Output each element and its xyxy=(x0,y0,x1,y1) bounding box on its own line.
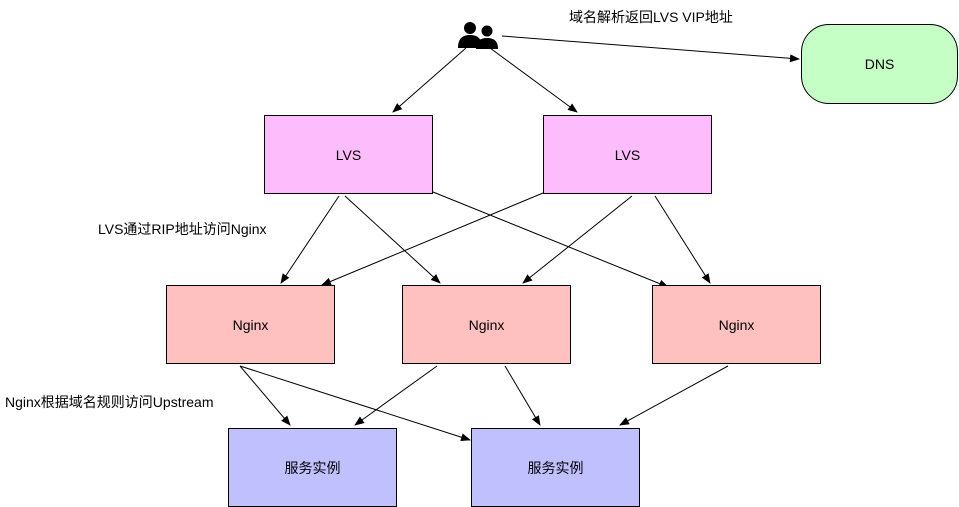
users-icon xyxy=(458,22,498,49)
annotation-dns-resolution: 域名解析返回LVS VIP地址 xyxy=(569,9,733,25)
arrow-lvs1-to-nginx3 xyxy=(432,191,669,288)
nginx-label: Nginx xyxy=(718,316,755,333)
arrow-user-to-lvs-1 xyxy=(392,47,467,113)
lvs-node-1: LVS xyxy=(264,115,433,194)
nginx-label: Nginx xyxy=(468,316,505,333)
nginx-node-3: Nginx xyxy=(652,285,821,364)
arrow-lvs1-to-nginx2 xyxy=(344,195,441,284)
arrow-lvs2-to-nginx1 xyxy=(321,192,544,286)
dns-label: DNS xyxy=(864,56,895,72)
annotation-lvs-to-nginx: LVS通过RIP地址访问Nginx xyxy=(98,221,267,237)
arrow-nginx2-to-service1 xyxy=(354,365,438,426)
lvs-label: LVS xyxy=(614,146,641,163)
annotation-nginx-to-upstream: Nginx根据域名规则访问Upstream xyxy=(5,394,214,410)
lvs-node-2: LVS xyxy=(543,115,712,194)
arrow-lvs2-to-nginx2 xyxy=(522,195,633,284)
arrow-lvs2-to-nginx3 xyxy=(654,195,711,284)
lvs-label: LVS xyxy=(335,146,362,163)
service-node-1: 服务实例 xyxy=(228,428,397,507)
arrow-user-to-dns xyxy=(501,35,800,63)
arrow-nginx1-to-service1 xyxy=(239,365,291,426)
service-label: 服务实例 xyxy=(527,459,584,476)
nginx-label: Nginx xyxy=(232,316,269,333)
service-label: 服务实例 xyxy=(284,459,341,476)
arrow-lvs1-to-nginx1 xyxy=(280,195,340,284)
dns-node: DNS xyxy=(801,24,958,104)
service-node-2: 服务实例 xyxy=(471,428,640,507)
nginx-node-2: Nginx xyxy=(402,285,571,364)
arrow-nginx2-to-service2 xyxy=(504,365,541,426)
arrow-user-to-lvs-2 xyxy=(489,47,578,113)
nginx-node-1: Nginx xyxy=(166,285,335,364)
arrow-nginx3-to-service2 xyxy=(619,365,729,426)
arrow-nginx1-to-service2 xyxy=(239,365,471,442)
